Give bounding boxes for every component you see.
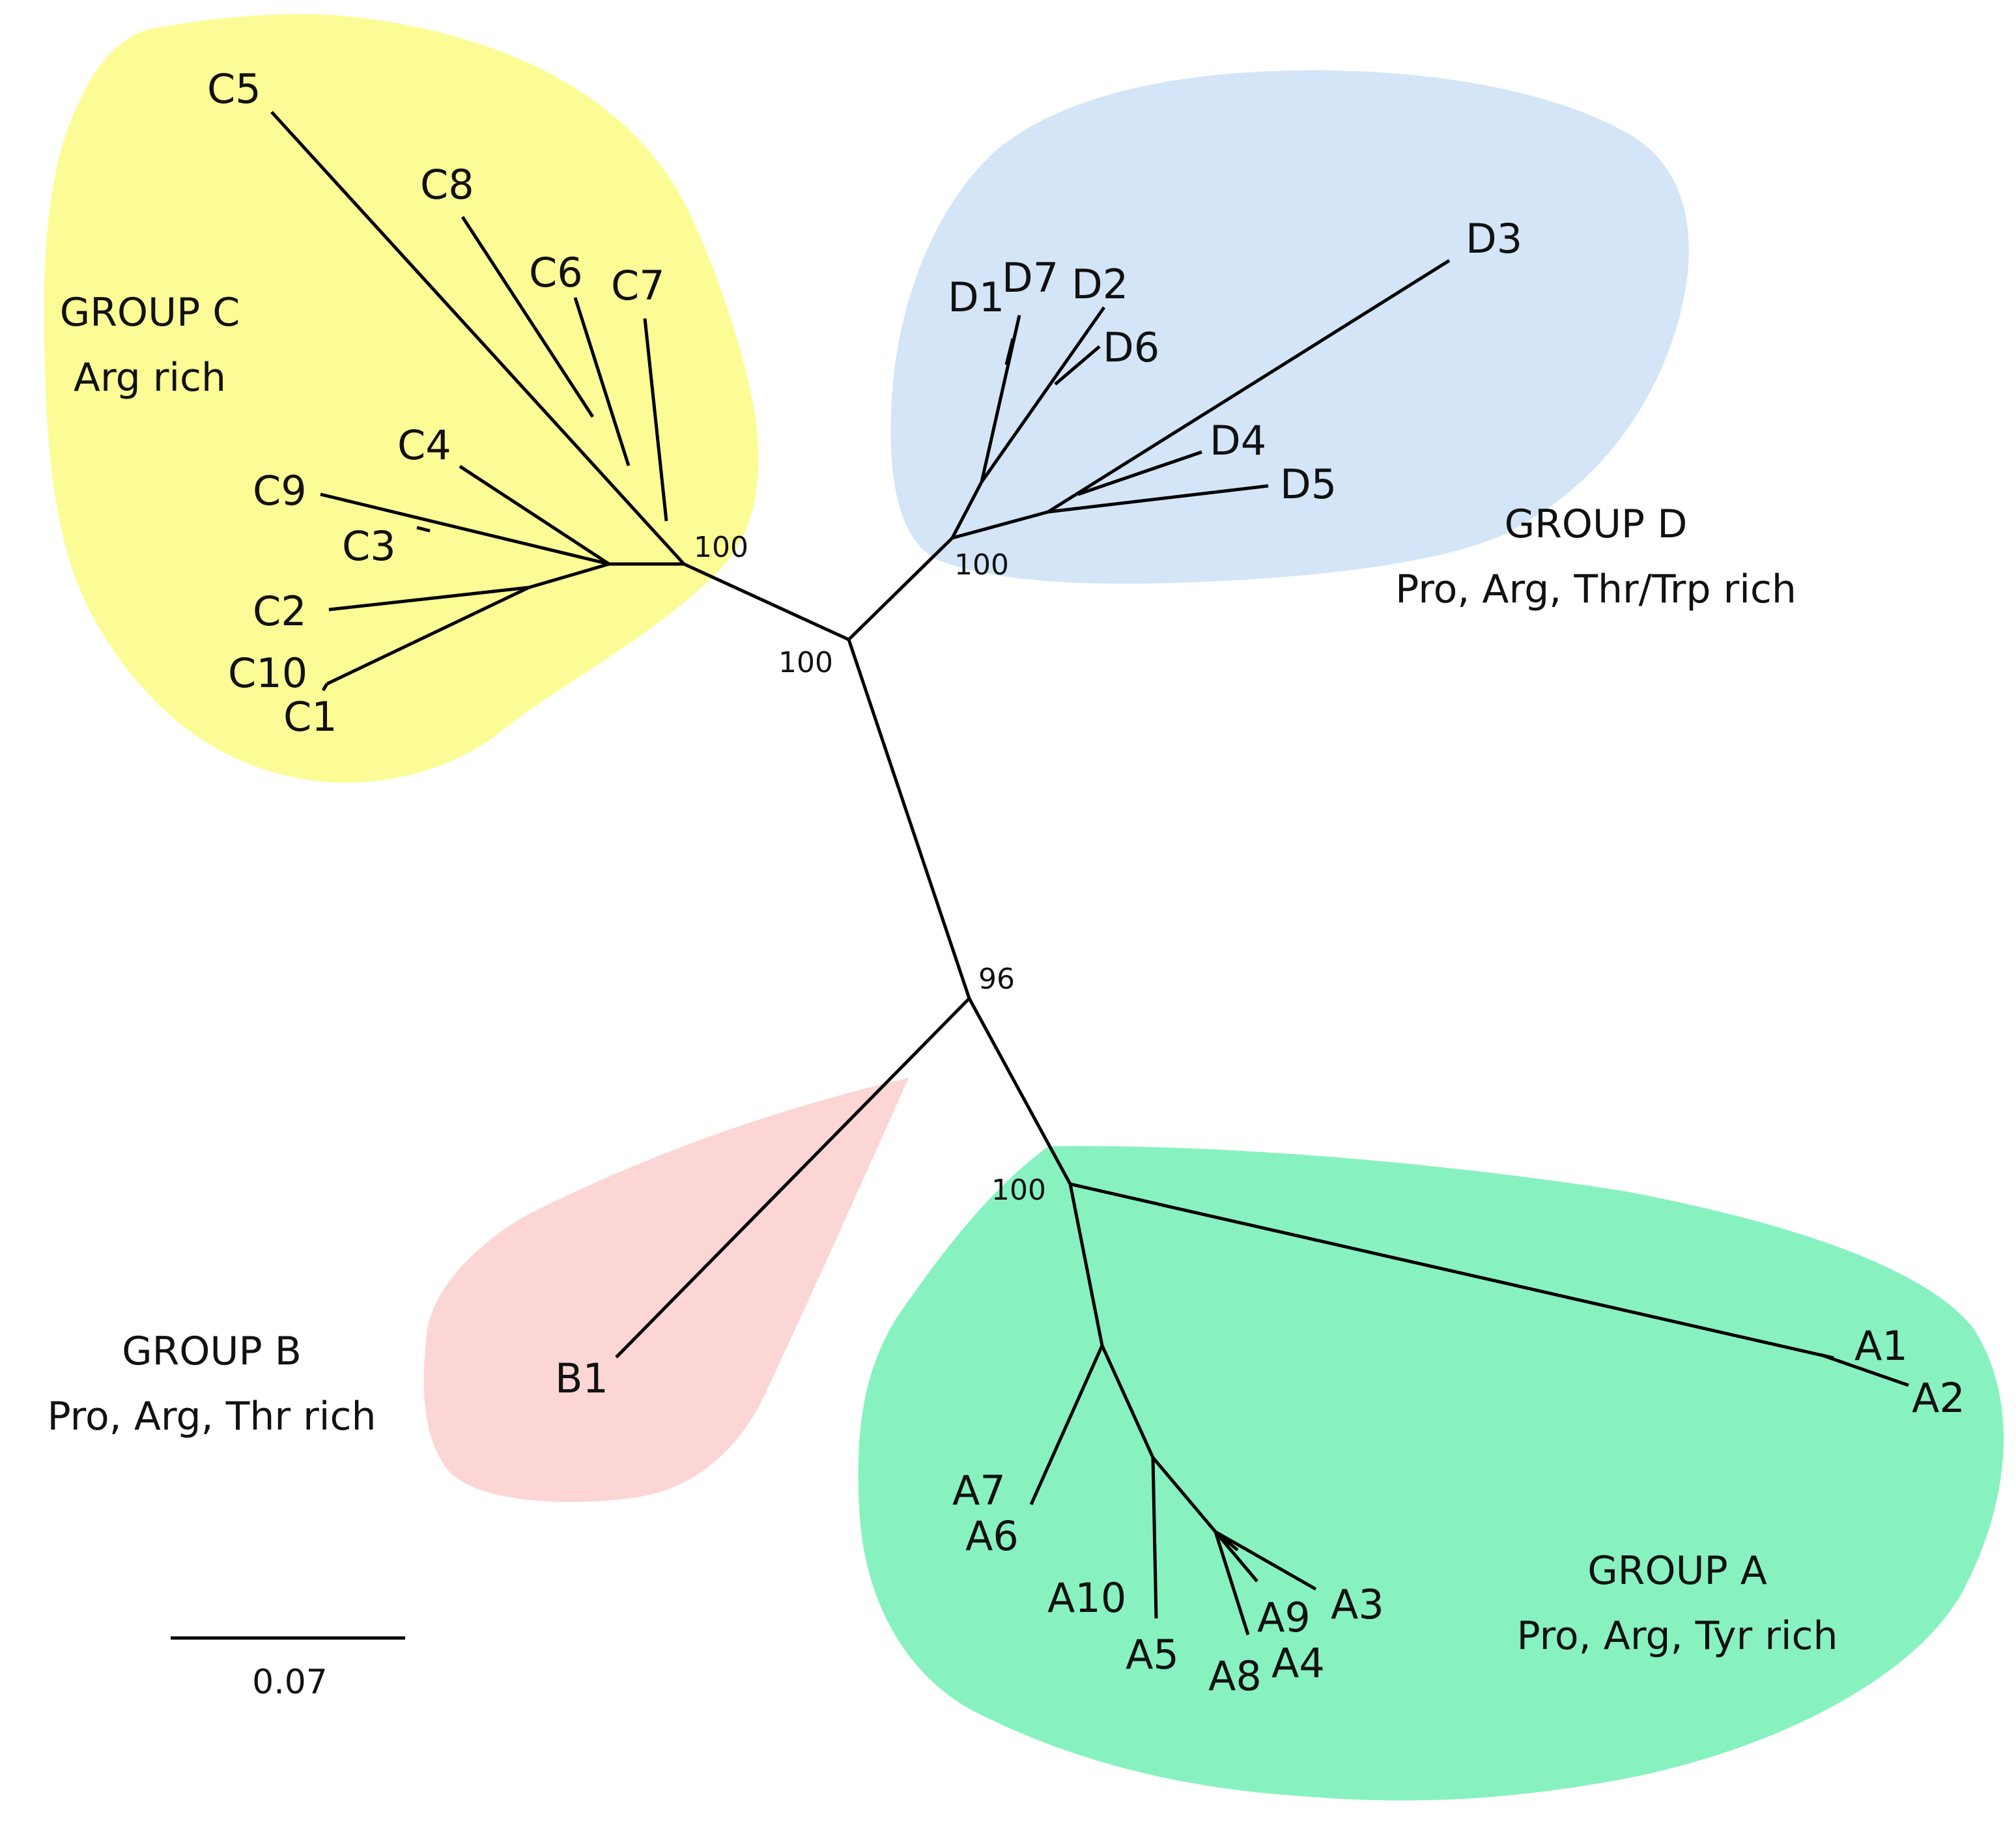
bootstrap-values: 100 100 100 96 100 bbox=[694, 531, 1046, 1207]
leaf-d7: D7 bbox=[1002, 254, 1058, 302]
branch-a-sub bbox=[1152, 1456, 1217, 1533]
branch-d1-tip bbox=[1004, 338, 1015, 365]
leaf-labels: C5 C8 C6 C7 C4 C9 C3 C2 C10 C1 D1 D7 D2 … bbox=[207, 65, 1965, 1700]
group-b-region bbox=[423, 1078, 909, 1503]
branch-c9 bbox=[320, 492, 610, 566]
branch-a-inner bbox=[1068, 1183, 1104, 1346]
leaf-a10: A10 bbox=[1047, 1574, 1126, 1622]
bootstrap-c: 100 bbox=[694, 531, 748, 564]
branch-d3 bbox=[1047, 259, 1451, 514]
branch-a10 bbox=[1151, 1457, 1158, 1619]
leaf-d2: D2 bbox=[1072, 261, 1128, 308]
branch-c3 bbox=[416, 526, 431, 533]
leaf-c1: C1 bbox=[283, 693, 337, 741]
group-a-subtitle: Pro, Arg, Tyr rich bbox=[1516, 1613, 1838, 1659]
branch-c5 bbox=[270, 111, 685, 565]
leaf-c10: C10 bbox=[228, 649, 307, 697]
branch-c4 bbox=[459, 464, 610, 566]
leaf-d3: D3 bbox=[1466, 215, 1522, 262]
group-labels: GROUP C Arg rich GROUP D Pro, Arg, Thr/T… bbox=[48, 290, 1838, 1659]
leaf-d5: D5 bbox=[1280, 460, 1337, 508]
scale-bar-label: 0.07 bbox=[252, 1663, 328, 1702]
leaf-b1: B1 bbox=[555, 1355, 608, 1402]
branch-c-root bbox=[683, 562, 850, 642]
branch-d2 bbox=[980, 306, 1106, 483]
bootstrap-d: 100 bbox=[954, 548, 1009, 582]
group-b-subtitle: Pro, Arg, Thr rich bbox=[48, 1394, 376, 1439]
branch-a4 bbox=[1214, 1531, 1239, 1551]
leaf-a4: A4 bbox=[1271, 1639, 1325, 1687]
leaf-a8: A8 bbox=[1208, 1652, 1262, 1700]
bootstrap-mid: 96 bbox=[978, 963, 1015, 996]
branch-mid-a bbox=[967, 997, 1072, 1185]
branch-c7 bbox=[643, 318, 668, 522]
branch-c6 bbox=[573, 297, 631, 466]
branch-c10 bbox=[326, 586, 530, 686]
group-a-title: GROUP A bbox=[1587, 1548, 1767, 1594]
bootstrap-root: 100 bbox=[778, 646, 833, 679]
branch-b1-end bbox=[615, 1355, 619, 1359]
branch-mid-b1 bbox=[616, 997, 971, 1357]
branch-d5 bbox=[1047, 484, 1269, 514]
scale-bar: 0.07 bbox=[171, 1636, 405, 1702]
branch-root-mid bbox=[847, 639, 971, 999]
group-d-title: GROUP D bbox=[1505, 501, 1688, 547]
branch-a8 bbox=[1214, 1531, 1250, 1635]
leaf-c8: C8 bbox=[420, 161, 474, 208]
leaf-a1: A1 bbox=[1854, 1322, 1908, 1370]
leaf-a6: A6 bbox=[965, 1512, 1019, 1560]
leaf-d6: D6 bbox=[1103, 324, 1159, 371]
leaf-a7: A7 bbox=[952, 1467, 1006, 1514]
branch-d4 bbox=[1077, 450, 1202, 496]
leaf-c2: C2 bbox=[253, 587, 307, 635]
leaf-a3: A3 bbox=[1331, 1581, 1384, 1628]
branch-a3 bbox=[1214, 1530, 1317, 1591]
branch-c2 bbox=[328, 586, 530, 612]
leaf-a2: A2 bbox=[1912, 1374, 1965, 1422]
group-c-subtitle: Arg rich bbox=[74, 355, 226, 401]
branch-a1 bbox=[1070, 1182, 1834, 1360]
tree-branches bbox=[270, 111, 1909, 1635]
leaf-c3: C3 bbox=[342, 522, 396, 570]
branch-d-inner bbox=[952, 510, 1049, 540]
branch-root-d bbox=[847, 537, 954, 641]
branch-c-lower bbox=[528, 562, 610, 589]
branch-c8 bbox=[461, 216, 595, 418]
leaf-c6: C6 bbox=[529, 249, 583, 296]
leaf-a9: A9 bbox=[1257, 1594, 1311, 1641]
branch-a7 bbox=[1029, 1344, 1104, 1506]
leaf-c9: C9 bbox=[253, 467, 307, 515]
leaf-a5: A5 bbox=[1126, 1631, 1179, 1678]
group-c-region bbox=[44, 14, 759, 783]
group-d-subtitle: Pro, Arg, Thr/Trp rich bbox=[1395, 567, 1796, 612]
group-a-region bbox=[858, 1146, 2004, 1801]
leaf-c7: C7 bbox=[611, 262, 665, 309]
branch-a-lower bbox=[1100, 1344, 1155, 1459]
group-c-title: GROUP C bbox=[60, 290, 240, 335]
branch-d-upper bbox=[950, 481, 984, 539]
leaf-c4: C4 bbox=[397, 421, 451, 469]
branch-c1 bbox=[321, 683, 329, 692]
bootstrap-a: 100 bbox=[991, 1174, 1046, 1207]
group-b-title: GROUP B bbox=[122, 1329, 302, 1374]
branch-d6 bbox=[1054, 345, 1101, 386]
leaf-c5: C5 bbox=[207, 65, 261, 113]
leaf-d1: D1 bbox=[948, 274, 1004, 321]
branch-a2 bbox=[1820, 1353, 1909, 1387]
group-d-region bbox=[890, 70, 1689, 584]
leaf-d4: D4 bbox=[1210, 417, 1266, 464]
branch-a9 bbox=[1214, 1531, 1258, 1583]
